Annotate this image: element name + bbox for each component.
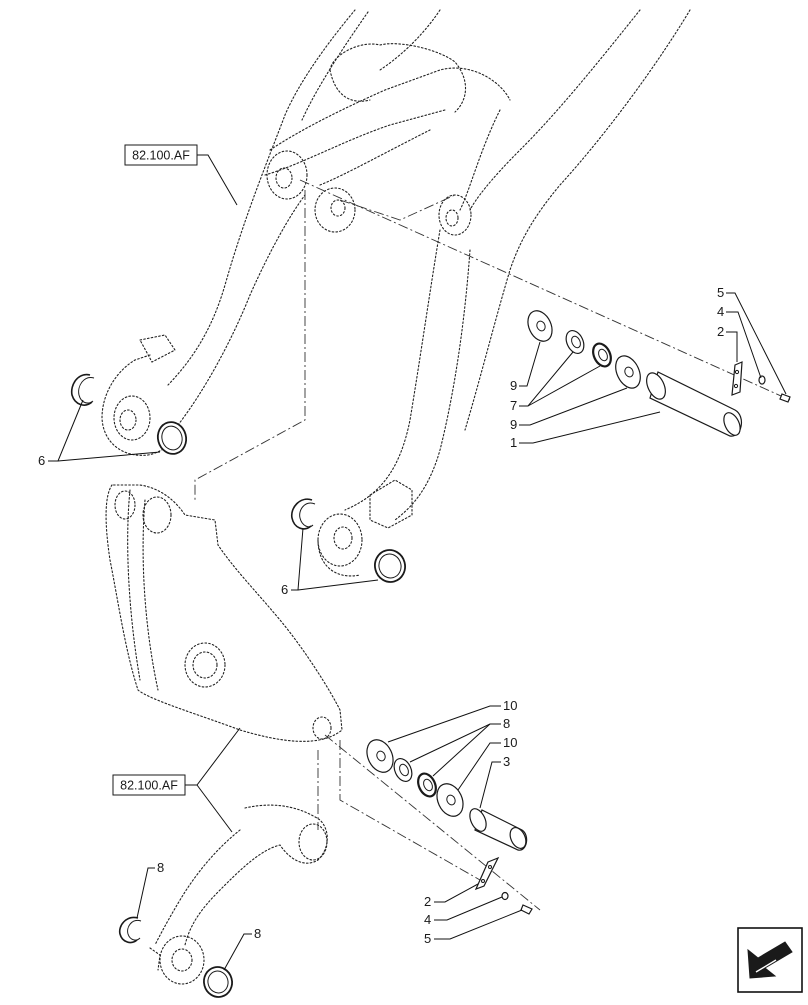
callout-4: 4 xyxy=(717,304,724,319)
callouts-lower-rings: 8 8 xyxy=(136,860,261,971)
mid-seal-rings xyxy=(290,498,406,583)
bolt xyxy=(779,393,791,403)
upper-pin-hardware xyxy=(527,310,791,437)
linkage-plate xyxy=(105,484,343,742)
callout-6: 6 xyxy=(281,582,288,597)
callout-8: 8 xyxy=(157,860,164,875)
callout-7: 7 xyxy=(510,398,517,413)
callout-10: 10 xyxy=(503,698,517,713)
lock-washer xyxy=(758,375,766,385)
callout-8: 8 xyxy=(254,926,261,941)
shim-washer xyxy=(615,355,641,389)
ref-label-upper: 82.100.AF xyxy=(132,149,190,163)
seal-ring xyxy=(118,916,139,944)
upper-seal-rings xyxy=(70,373,188,455)
seal-ring xyxy=(70,373,93,406)
callout-6: 6 xyxy=(38,453,45,468)
callout-10: 10 xyxy=(503,735,517,750)
seal-ring xyxy=(374,549,406,583)
lower-link xyxy=(149,804,328,985)
shim-washer xyxy=(366,739,394,773)
callout-1: 1 xyxy=(510,435,517,450)
callout-3: 3 xyxy=(503,754,510,769)
ref-box-upper[interactable]: 82.100.AF xyxy=(124,144,238,206)
axis-lines xyxy=(194,179,791,911)
callouts-lower-pin: 10 8 10 3 2 4 5 xyxy=(387,698,523,946)
lock-washer xyxy=(501,891,509,901)
callout-9: 9 xyxy=(510,417,517,432)
callout-5: 5 xyxy=(717,285,724,300)
callout-2: 2 xyxy=(717,324,724,339)
bolt xyxy=(520,904,533,915)
callouts-rings-6: 6 6 xyxy=(38,399,379,597)
bushing xyxy=(565,330,585,354)
seal-ring xyxy=(203,966,233,998)
boom-assembly xyxy=(101,9,691,577)
shim-washer xyxy=(436,783,464,817)
retainer-plate xyxy=(731,361,743,396)
direction-arrow-icon[interactable] xyxy=(737,927,803,993)
callout-5: 5 xyxy=(424,931,431,946)
ref-label-lower: 82.100.AF xyxy=(120,779,178,793)
lower-pin-hardware xyxy=(366,739,533,915)
shim-washer xyxy=(527,310,553,342)
ref-box-lower[interactable]: 82.100.AF xyxy=(112,727,241,833)
callouts-upper-pin: 5 4 2 9 7 9 1 xyxy=(510,285,787,450)
callout-2: 2 xyxy=(424,894,431,909)
seal-ring xyxy=(290,498,313,530)
callout-9: 9 xyxy=(510,378,517,393)
callout-8: 8 xyxy=(503,716,510,731)
callout-4: 4 xyxy=(424,912,431,927)
lower-seal-rings xyxy=(118,916,233,998)
bushing xyxy=(393,758,413,782)
bushing xyxy=(592,342,612,368)
bushing xyxy=(417,772,437,798)
